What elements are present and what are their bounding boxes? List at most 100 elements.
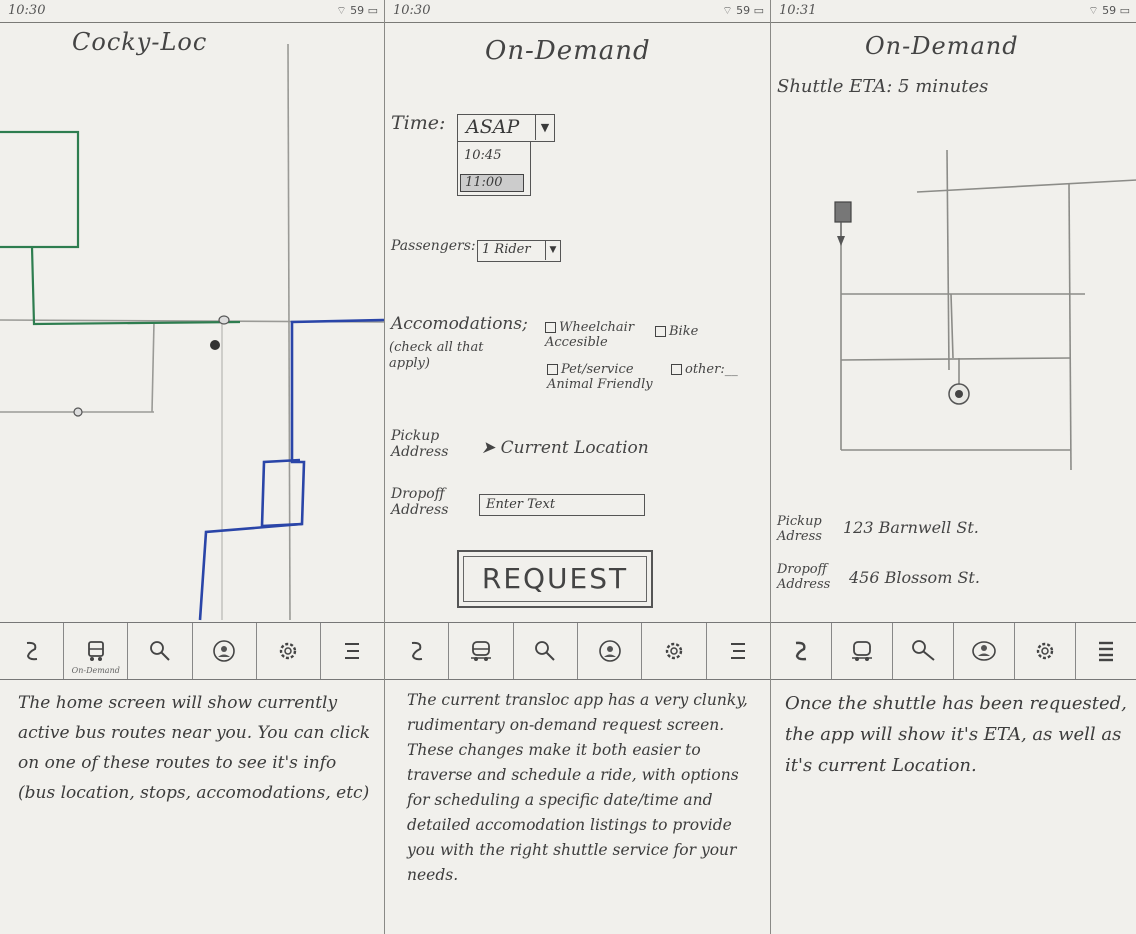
checkbox-wheelchair[interactable]: Wheelchair Accesible [545, 320, 655, 350]
tab-routes[interactable] [771, 623, 832, 679]
tab-on-demand[interactable] [449, 623, 514, 679]
request-button[interactable]: REQUEST [457, 550, 653, 608]
design-note: The current transloc app has a very clun… [407, 691, 748, 884]
checkbox-label: Bike [669, 324, 699, 339]
bus-stop-marker[interactable] [73, 407, 83, 417]
tab-profile[interactable] [193, 623, 257, 679]
dropoff-label: Dropoff Address [777, 562, 831, 592]
gear-icon [665, 642, 683, 660]
route-icon [795, 641, 807, 661]
checkbox-label: other:__ [685, 362, 738, 377]
shuttle-marker[interactable] [834, 201, 852, 246]
route-icon [411, 641, 422, 661]
tab-menu[interactable] [707, 623, 770, 679]
status-bar: 10:31 ⌔ 59 ▭ [771, 0, 1136, 23]
tab-menu[interactable] [1076, 623, 1136, 679]
tab-settings[interactable] [642, 623, 707, 679]
menu-icon [345, 643, 360, 659]
time-label: Time: [391, 112, 446, 134]
passengers-select[interactable]: 1 Rider ▼ [477, 240, 561, 262]
status-time: 10:31 [779, 3, 817, 18]
chevron-down-icon[interactable]: ▼ [535, 115, 554, 140]
menu-icon [1099, 641, 1113, 662]
pickup-location-marker[interactable] [948, 383, 970, 405]
shuttle-icon [852, 641, 872, 661]
app-title: Cocky-Loc [72, 28, 208, 56]
profile-icon [972, 641, 996, 661]
tab-search[interactable] [514, 623, 578, 679]
time-option[interactable]: 10:45 [464, 148, 502, 163]
menu-icon [731, 643, 746, 659]
tab-on-demand[interactable]: On-Demand [64, 623, 129, 679]
checkbox-box[interactable] [545, 322, 556, 333]
tab-search[interactable] [893, 623, 954, 679]
gear-icon [280, 642, 297, 660]
shuttle-map[interactable] [771, 140, 1136, 500]
bus-stop-marker[interactable] [218, 315, 230, 325]
tab-routes[interactable] [385, 623, 450, 679]
dropoff-input[interactable]: Enter Text [479, 494, 645, 516]
shuttle-icon [87, 641, 104, 661]
checkbox-box[interactable] [671, 364, 682, 375]
tab-routes[interactable] [0, 623, 65, 679]
checkbox-box[interactable] [547, 364, 558, 375]
dropoff-label: Dropoff Address [391, 486, 449, 518]
route-icon [26, 641, 37, 661]
pickup-field[interactable]: ➤ Current Location [481, 438, 649, 458]
checkbox-other[interactable]: other:__ [671, 362, 767, 377]
home-screen: 10:30 ⌔ 59 ▭ Cocky-Loc [0, 0, 384, 934]
passengers-label: Passengers: [391, 238, 476, 254]
profile-icon [213, 640, 235, 662]
request-button-label: REQUEST [463, 556, 647, 602]
tab-caption: On-Demand [71, 666, 120, 675]
chevron-down-icon[interactable]: ▼ [545, 241, 560, 260]
search-icon [535, 641, 556, 661]
checkbox-bike[interactable]: Bike [655, 324, 735, 339]
pickup-value: Current Location [500, 438, 649, 458]
tab-profile[interactable] [578, 623, 643, 679]
on-demand-screen: 10:30 ⌔ 59 ▭ On-Demand Time: ASAP ▼ 10:4… [384, 0, 770, 934]
accomodations-label: Accomodations; [391, 314, 528, 334]
status-time: 10:30 [8, 3, 46, 18]
tab-settings[interactable] [1015, 623, 1076, 679]
checkbox-label: Pet/service Animal Friendly [547, 362, 653, 392]
passengers-value: 1 Rider [482, 242, 531, 257]
time-select[interactable]: ASAP ▼ [457, 114, 555, 142]
location-arrow-icon: ➤ [481, 438, 496, 458]
status-icons: ⌔ 59 ▭ [1088, 4, 1130, 17]
time-selected-value: ASAP [466, 116, 520, 138]
route-map[interactable] [0, 22, 384, 622]
bottom-tab-bar [385, 622, 770, 680]
status-icons: ⌔ 59 ▭ [336, 4, 378, 17]
status-bar: 10:30 ⌔ 59 ▭ [385, 0, 770, 23]
checkbox-label: Wheelchair Accesible [545, 320, 635, 350]
tab-search[interactable] [128, 623, 193, 679]
tab-profile[interactable] [954, 623, 1015, 679]
pickup-value: 123 Barnwell St. [843, 518, 979, 537]
status-bar: 10:30 ⌔ 59 ▭ [0, 0, 384, 23]
dropoff-value: 456 Blossom St. [849, 568, 980, 587]
pickup-label: Pickup Adress [777, 514, 822, 544]
eta-text: Shuttle ETA: 5 minutes [777, 76, 989, 97]
tab-settings[interactable] [257, 623, 321, 679]
page-title: On-Demand [865, 32, 1019, 60]
shuttle-eta-screen: 10:31 ⌔ 59 ▭ On-Demand Shuttle ETA: 5 mi… [770, 0, 1136, 934]
bus-location-marker[interactable] [210, 340, 220, 350]
time-option-selected[interactable]: 11:00 [460, 174, 524, 192]
design-note: The home screen will show currently acti… [18, 693, 371, 803]
route-green[interactable] [0, 130, 241, 326]
accomodations-hint: (check all that apply) [389, 340, 484, 371]
tab-on-demand[interactable] [832, 623, 893, 679]
tab-menu[interactable] [321, 623, 384, 679]
route-blue[interactable] [198, 318, 384, 621]
gear-icon [1036, 642, 1054, 660]
bottom-tab-bar [771, 622, 1136, 680]
design-note: Once the shuttle has been requested, the… [785, 693, 1127, 776]
checkbox-pet-service-animal[interactable]: Pet/service Animal Friendly [547, 362, 667, 392]
profile-icon [598, 640, 621, 662]
status-time: 10:30 [393, 3, 431, 18]
time-dropdown-list: 10:45 11:00 [457, 142, 531, 196]
checkbox-box[interactable] [655, 326, 666, 337]
search-icon [912, 640, 935, 661]
page-title: On-Demand [485, 36, 651, 66]
